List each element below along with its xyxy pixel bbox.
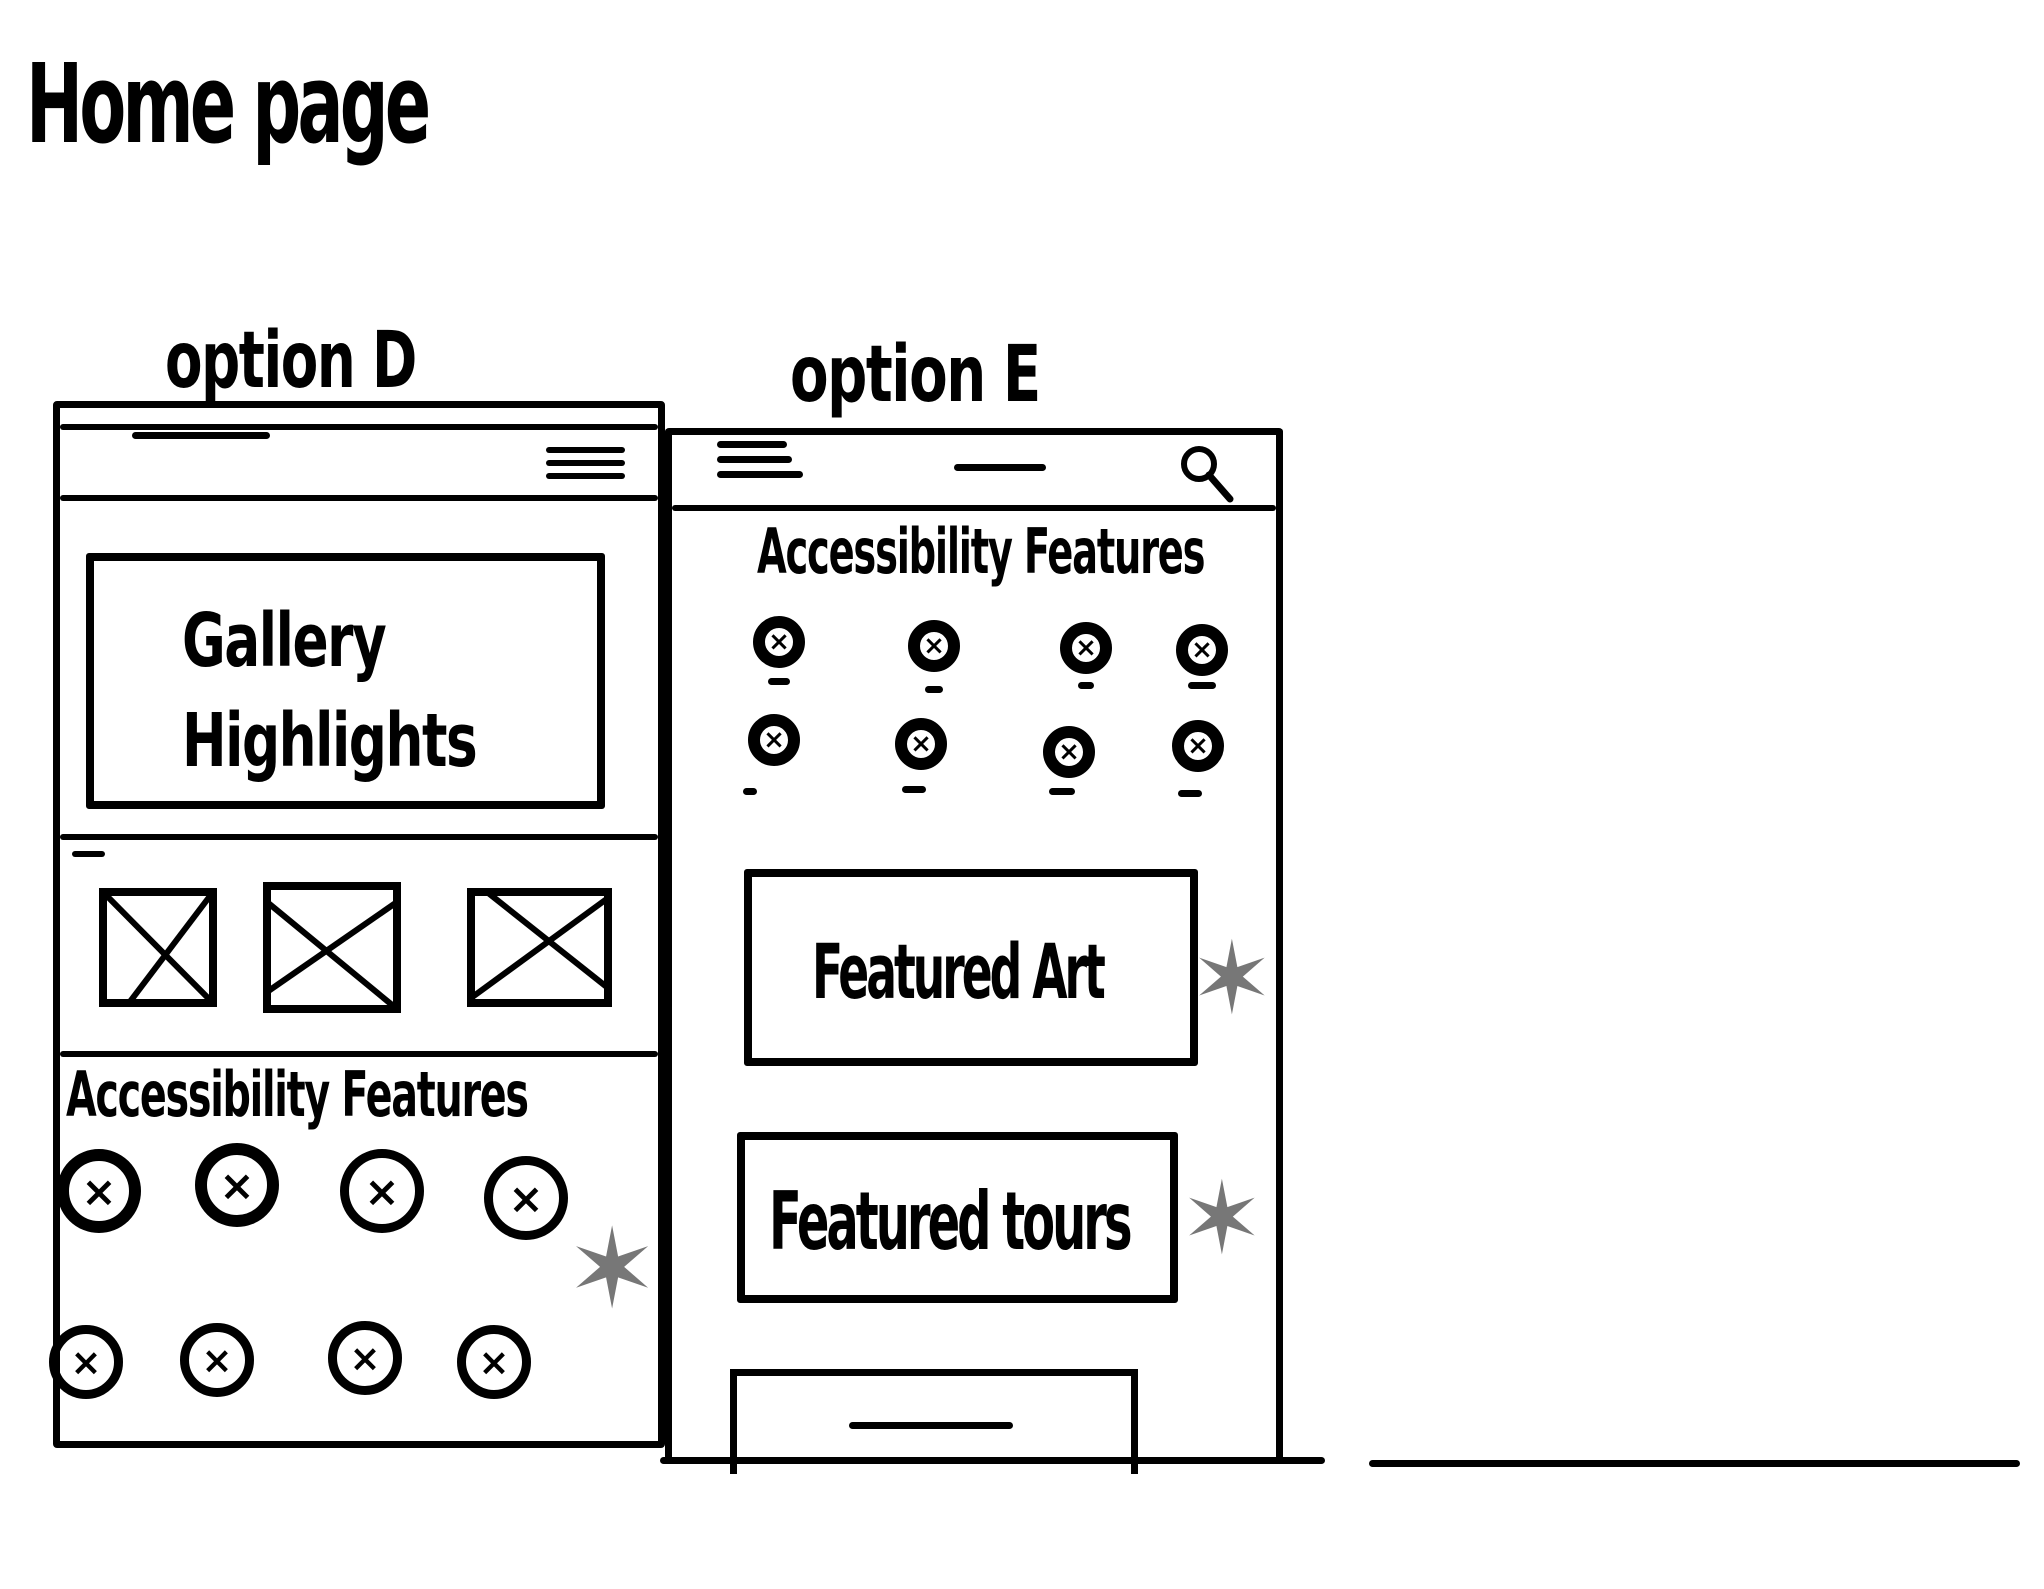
x-circle-icon[interactable]: ×	[180, 1323, 254, 1397]
option-d-label: option D	[165, 316, 417, 406]
featured-art-text: Featured Art	[812, 927, 1106, 1016]
search-icon[interactable]	[1178, 445, 1234, 503]
featured-art-card[interactable]: Featured Art	[744, 869, 1198, 1066]
feature-label-placeholder	[1178, 790, 1202, 797]
image-placeholder-icon[interactable]	[467, 888, 612, 1007]
x-circle-icon[interactable]: ×	[1060, 622, 1112, 674]
baseline	[660, 1457, 1325, 1464]
feature-label-placeholder	[1188, 682, 1216, 689]
option-e-phone-frame	[665, 428, 1283, 1461]
bottom-bar[interactable]	[730, 1369, 1138, 1474]
image-placeholder-icon[interactable]	[263, 882, 401, 1013]
gallery-highlights-banner[interactable]: Gallery Highlights	[86, 553, 605, 809]
x-circle-icon[interactable]: ×	[195, 1143, 279, 1227]
page-title: Home page	[26, 40, 431, 168]
option-e-accessibility-title: Accessibility Features	[757, 515, 1206, 588]
feature-label-placeholder	[1078, 682, 1094, 689]
feature-label-placeholder	[743, 788, 757, 795]
x-circle-icon[interactable]: ×	[57, 1149, 141, 1233]
option-e-logo-placeholder	[954, 464, 1046, 471]
option-d-phone-frame	[53, 401, 665, 1448]
x-circle-icon[interactable]: ×	[1176, 624, 1228, 676]
option-d-divider-1	[60, 834, 658, 840]
option-e-nav-divider	[672, 505, 1276, 511]
option-d-accessibility-title: Accessibility Features	[66, 1058, 529, 1131]
x-circle-icon[interactable]: ×	[748, 714, 800, 766]
option-d-divider-2	[60, 1051, 658, 1057]
option-d-logo-placeholder	[132, 432, 270, 439]
feature-label-placeholder	[902, 786, 926, 793]
option-d-section-label-placeholder	[72, 851, 105, 857]
x-circle-icon[interactable]: ×	[457, 1325, 531, 1399]
annotation-asterisk-mark: ✶	[1180, 1160, 1264, 1277]
feature-label-placeholder	[925, 686, 943, 693]
option-d-nav-divider	[60, 495, 658, 501]
annotation-asterisk-mark: ✶	[566, 1205, 659, 1333]
feature-label-placeholder	[1049, 788, 1075, 795]
annotation-asterisk-mark: ✶	[1190, 920, 1274, 1037]
option-d-top-border	[60, 424, 658, 430]
featured-tours-card[interactable]: Featured tours	[737, 1132, 1178, 1303]
x-circle-icon[interactable]: ×	[49, 1325, 123, 1399]
x-circle-icon[interactable]: ×	[328, 1321, 402, 1395]
x-circle-icon[interactable]: ×	[753, 616, 805, 668]
gallery-highlights-text: Gallery Highlights	[182, 598, 478, 784]
x-circle-icon[interactable]: ×	[484, 1156, 568, 1240]
baseline-right	[1369, 1460, 2020, 1467]
feature-label-placeholder	[768, 678, 790, 685]
x-circle-icon[interactable]: ×	[1043, 726, 1095, 778]
x-circle-icon[interactable]: ×	[908, 620, 960, 672]
hamburger-icon[interactable]	[546, 447, 625, 480]
x-circle-icon[interactable]: ×	[1172, 720, 1224, 772]
option-e-label: option E	[790, 330, 1041, 420]
bottom-bar-indicator	[849, 1422, 1013, 1429]
featured-tours-text: Featured tours	[769, 1175, 1133, 1268]
x-circle-icon[interactable]: ×	[895, 718, 947, 770]
image-placeholder-icon[interactable]	[99, 888, 217, 1007]
hamburger-icon[interactable]	[717, 441, 803, 480]
x-circle-icon[interactable]: ×	[340, 1149, 424, 1233]
